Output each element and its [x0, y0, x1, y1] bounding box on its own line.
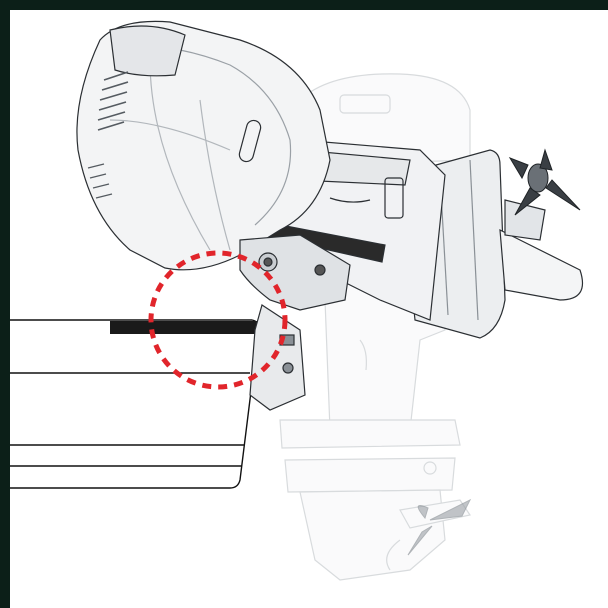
tilted-outboard	[76, 20, 584, 339]
lower-vent	[87, 163, 113, 199]
hull-top-bar	[110, 321, 260, 334]
propeller-icon	[508, 148, 581, 216]
highlight-circle	[148, 250, 288, 390]
ghost-propeller-icon	[407, 498, 472, 556]
cowling-vent-icon	[97, 71, 129, 131]
tilt-bracket-icon	[239, 234, 351, 411]
ghost-outboard-upright	[279, 73, 471, 581]
